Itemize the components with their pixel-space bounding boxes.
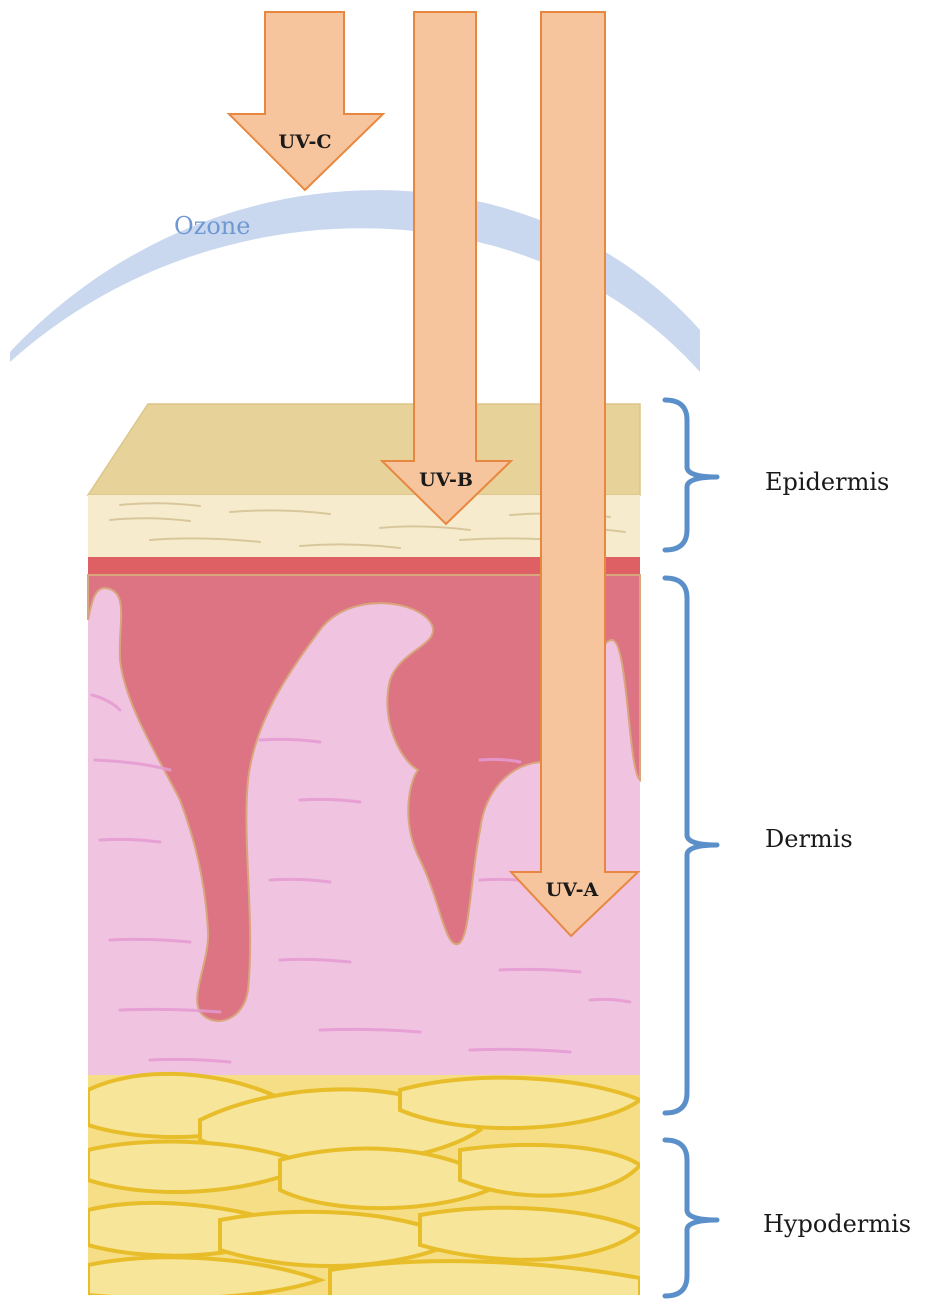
uvb-arrow-label: UV-B [419,469,473,491]
hypodermis-label: Hypodermis [763,1210,911,1238]
uvc-arrow-label: UV-C [279,131,332,153]
dermis-bracket [665,578,717,1113]
dermis-label: Dermis [765,825,853,853]
uva-arrow-label: UV-A [546,879,599,901]
epidermis-bracket [665,400,717,550]
hypodermis-bracket [665,1140,717,1296]
epidermis-label: Epidermis [765,468,889,496]
ozone-label: Ozone [174,212,250,240]
uvc-arrow: UV-C [229,12,383,190]
fat-lobules [88,1074,640,1304]
